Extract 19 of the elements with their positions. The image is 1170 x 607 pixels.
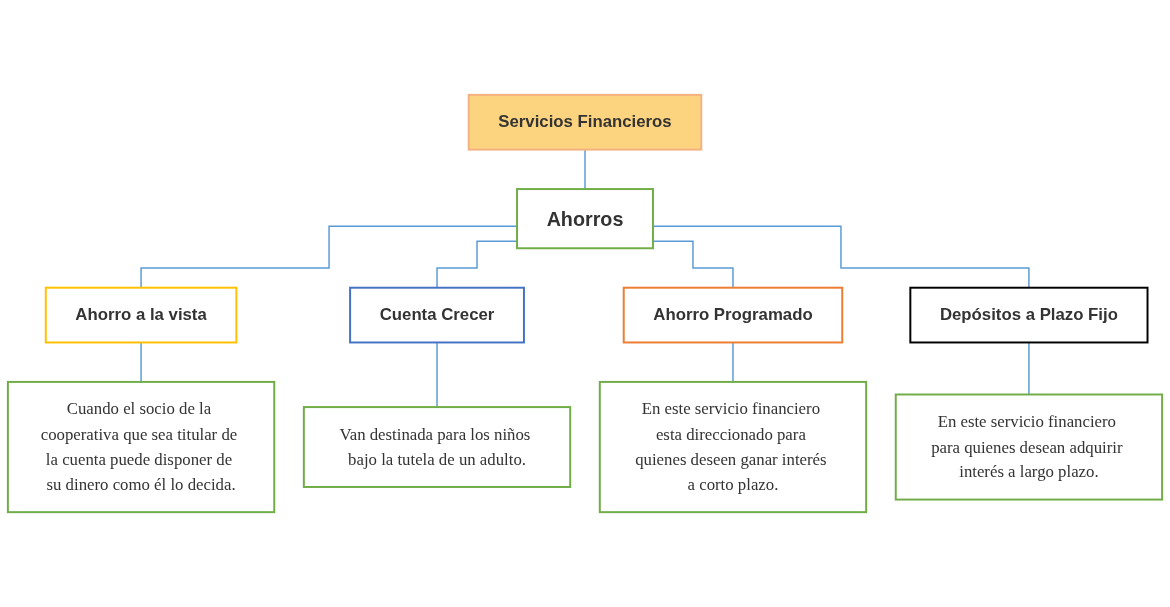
connector — [436, 341, 438, 408]
connector — [652, 240, 734, 289]
node-box: Van destinada para los niños bajo la tutela de un adulto. — [302, 406, 572, 488]
connector — [652, 225, 1030, 289]
connector — [140, 341, 142, 383]
node-box: Depósitos a Plazo Fijo — [909, 286, 1149, 344]
node-box: En este servicio financiero para quienes desean adquirir interés a largo plazo. — [894, 393, 1164, 501]
node-box: En este servicio financiero esta direccionado para quienes deseen ganar interés a corto plazo. — [598, 380, 868, 514]
connector — [436, 240, 518, 289]
connector — [584, 148, 586, 190]
connector — [1028, 341, 1030, 396]
node-box: Ahorro a la vista — [44, 286, 238, 344]
node-box: Ahorro Programado — [622, 286, 844, 344]
node-box: Cuenta Crecer — [349, 286, 525, 344]
node-box: Servicios Financieros — [467, 93, 703, 151]
connector — [732, 341, 734, 383]
connector — [140, 225, 518, 289]
node-box: Cuando el socio de la cooperativa que sea titular de la cuenta puede disponer de su dinero como él lo decida. — [6, 380, 276, 514]
node-box: Ahorros — [516, 188, 654, 250]
